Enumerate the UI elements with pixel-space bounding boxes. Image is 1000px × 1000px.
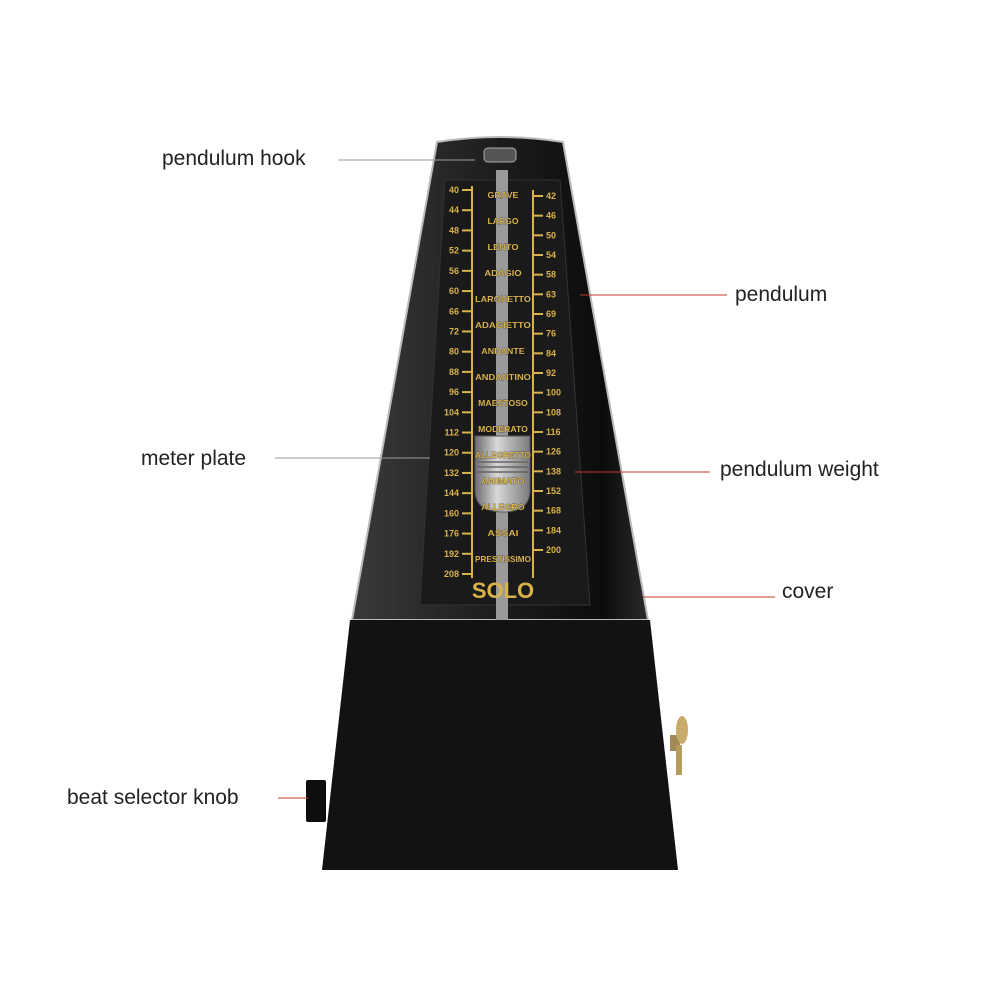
- tempo-name: ASSAI: [488, 528, 519, 538]
- left-tick-label: 44: [449, 205, 459, 215]
- tempo-name: ANIMATO: [481, 476, 525, 486]
- right-tick-label: 116: [546, 427, 561, 437]
- right-tick-label: 54: [546, 250, 556, 260]
- left-tick-label: 80: [449, 347, 459, 357]
- pendulum-hook: [483, 147, 517, 163]
- brand-logo: SOLO: [472, 578, 534, 603]
- left-tick-label: 96: [449, 387, 459, 397]
- tempo-name: LENTO: [488, 242, 519, 252]
- pendulum-weight: [474, 435, 531, 513]
- left-tick-label: 104: [444, 407, 459, 417]
- callout-beat-selector-knob: beat selector knob: [67, 786, 239, 809]
- right-tick-label: 168: [546, 506, 561, 516]
- left-tick-label: 208: [444, 569, 459, 579]
- pendulum: [496, 170, 508, 620]
- right-tick-label: 152: [546, 486, 561, 496]
- callout-leaders: [275, 159, 775, 799]
- right-tick-label: 42: [546, 191, 556, 201]
- left-tick-label: 160: [444, 508, 459, 518]
- tempo-name: ADAGIO: [484, 268, 522, 278]
- base: [322, 620, 678, 870]
- tempo-name: MAESTOSO: [478, 398, 528, 408]
- left-tick-label: 40: [449, 185, 459, 195]
- tempo-name: GRAVE: [488, 190, 519, 200]
- right-tick-label: 200: [546, 545, 561, 555]
- callout-pendulum-hook: pendulum hook: [162, 147, 306, 170]
- tempo-name: ALLEGRO: [481, 502, 525, 512]
- left-tick-label: 144: [444, 488, 459, 498]
- left-tick-label: 48: [449, 225, 459, 235]
- right-tick-label: 92: [546, 368, 556, 378]
- callout-meter-plate: meter plate: [141, 447, 247, 470]
- right-tick-label: 58: [546, 270, 556, 280]
- right-tick-label: 76: [546, 329, 556, 339]
- tempo-name: ANDANTINO: [475, 372, 531, 382]
- callout-pendulum: pendulum: [735, 283, 828, 306]
- winding-key[interactable]: [670, 716, 688, 775]
- left-tick-label: 176: [444, 529, 459, 539]
- tempo-name: ADAGIETTO: [475, 320, 531, 330]
- left-tick-label: 52: [449, 246, 459, 256]
- left-tick-label: 66: [449, 306, 459, 316]
- right-tick-label: 84: [546, 348, 556, 358]
- beat-selector-knob[interactable]: [306, 780, 326, 822]
- right-tick-label: 108: [546, 407, 561, 417]
- callout-cover: cover: [782, 580, 834, 603]
- tempo-name: LARGHETTO: [475, 294, 531, 304]
- tempo-name: PRESTISSIMO: [475, 554, 531, 564]
- right-tick-label: 100: [546, 388, 561, 398]
- right-tick-label: 50: [546, 230, 556, 240]
- left-tick-label: 88: [449, 367, 459, 377]
- left-tick-label: 56: [449, 266, 459, 276]
- tempo-name: LARGO: [488, 216, 519, 226]
- left-tick-label: 192: [444, 549, 459, 559]
- left-tick-label: 132: [444, 468, 459, 478]
- left-tick-label: 112: [444, 428, 459, 438]
- tempo-name: MODERATO: [478, 424, 528, 434]
- right-tick-label: 184: [546, 525, 561, 535]
- right-tick-label: 69: [546, 309, 556, 319]
- right-tick-label: 46: [546, 211, 556, 221]
- right-tick-label: 63: [546, 289, 556, 299]
- left-tick-label: 120: [444, 448, 459, 458]
- tempo-name: ANDANTE: [481, 346, 525, 356]
- right-tick-label: 138: [546, 466, 561, 476]
- left-tick-label: 60: [449, 286, 459, 296]
- tempo-scale: 40 44 48 52 56 60 66 72 80 88 96 104 112 120 132 144 160…: [444, 185, 561, 579]
- left-tick-label: 72: [449, 326, 459, 336]
- callout-pendulum-weight: pendulum weight: [720, 458, 879, 481]
- right-tick-label: 126: [546, 447, 561, 457]
- tempo-name: ALLEGRETTO: [475, 450, 531, 460]
